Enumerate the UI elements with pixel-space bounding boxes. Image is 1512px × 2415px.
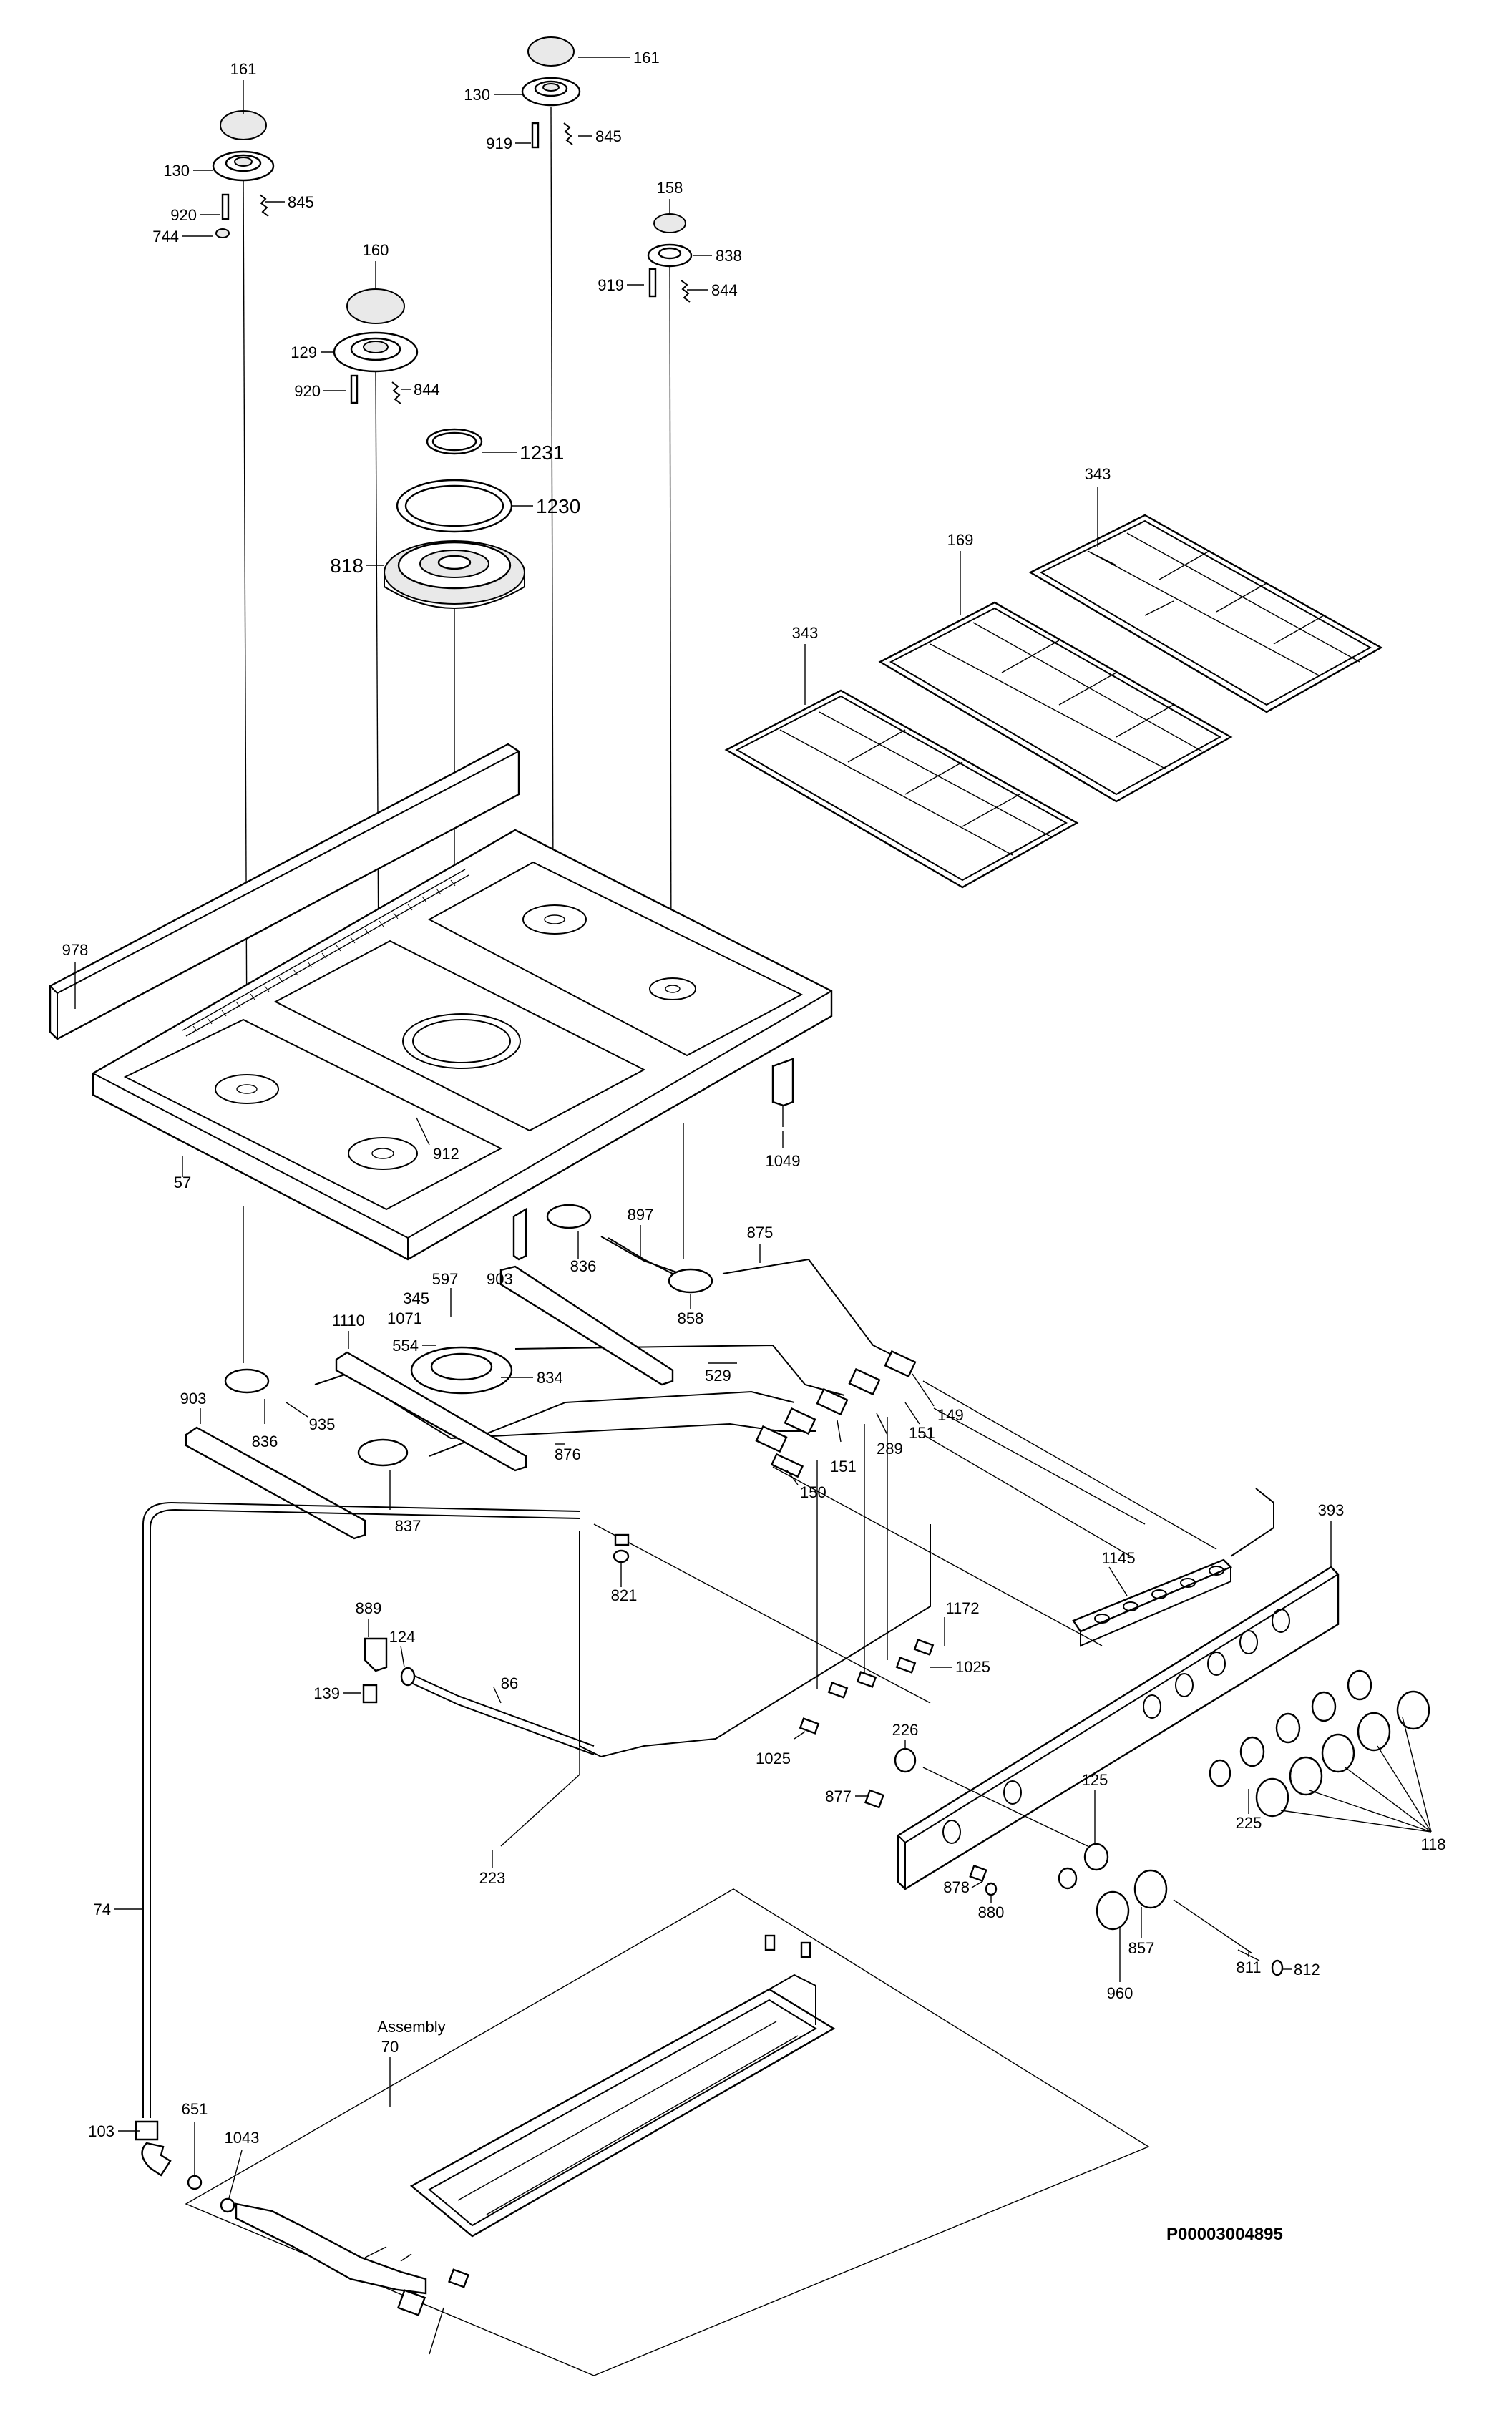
label-597: 597 bbox=[432, 1270, 459, 1288]
label-169: 169 bbox=[947, 531, 974, 549]
label-912: 912 bbox=[433, 1145, 459, 1163]
pipe-frame bbox=[142, 1417, 935, 2118]
label-289: 289 bbox=[877, 1440, 903, 1458]
label-877: 877 bbox=[825, 1787, 852, 1805]
label-818: 818 bbox=[330, 555, 364, 577]
label-226: 226 bbox=[892, 1721, 919, 1739]
leader-lines bbox=[74, 57, 1332, 2199]
burner-stack-center-rear bbox=[521, 36, 581, 895]
label-554: 554 bbox=[392, 1337, 419, 1355]
label-158: 158 bbox=[657, 179, 683, 197]
label-880: 880 bbox=[978, 1903, 1005, 1921]
control-knobs bbox=[864, 1669, 1432, 1976]
label-838: 838 bbox=[716, 247, 742, 265]
label-903-upper: 903 bbox=[487, 1270, 513, 1288]
back-trim-strip bbox=[49, 743, 520, 1040]
label-978: 978 bbox=[62, 941, 89, 959]
part-labels: 161 130 920 845 744 161 130 919 845 158 … bbox=[62, 49, 1446, 2244]
label-130-center: 130 bbox=[464, 86, 490, 104]
label-1049: 1049 bbox=[766, 1152, 801, 1170]
label-1110: 1110 bbox=[332, 1312, 365, 1330]
label-889: 889 bbox=[356, 1599, 382, 1617]
label-960: 960 bbox=[1107, 1984, 1133, 2002]
label-130-left: 130 bbox=[163, 162, 190, 180]
label-858: 858 bbox=[678, 1309, 704, 1327]
gas-pipes-and-valves bbox=[185, 1123, 1217, 1646]
drawing-reference-code: P00003004895 bbox=[1166, 2225, 1283, 2244]
bracket-part bbox=[771, 1058, 794, 1127]
label-836-lower: 836 bbox=[252, 1433, 278, 1450]
label-57: 57 bbox=[174, 1174, 191, 1191]
label-343-front: 343 bbox=[792, 624, 819, 642]
label-161-center: 161 bbox=[633, 49, 660, 67]
label-151-upper: 151 bbox=[909, 1424, 935, 1442]
label-129: 129 bbox=[291, 343, 317, 361]
label-149: 149 bbox=[937, 1406, 964, 1424]
label-811: 811 bbox=[1236, 1958, 1261, 1976]
label-150: 150 bbox=[800, 1483, 826, 1501]
burner-stack-right bbox=[647, 213, 693, 970]
label-86: 86 bbox=[501, 1674, 518, 1692]
assembly-title: Assembly bbox=[377, 2018, 445, 2036]
label-876: 876 bbox=[555, 1445, 581, 1463]
assembly-outline bbox=[185, 1888, 1150, 2376]
label-151-lower: 151 bbox=[830, 1458, 857, 1475]
label-845-center: 845 bbox=[595, 127, 622, 145]
label-103: 103 bbox=[88, 2122, 114, 2140]
label-225: 225 bbox=[1236, 1814, 1262, 1832]
pan-support-grid-middle bbox=[878, 601, 1233, 803]
assembly-number: 70 bbox=[381, 2038, 399, 2056]
label-875: 875 bbox=[747, 1224, 774, 1241]
grill-burner bbox=[220, 1934, 836, 2355]
label-125: 125 bbox=[1082, 1771, 1108, 1789]
burner-stack-left-front bbox=[333, 288, 419, 1117]
label-1231: 1231 bbox=[520, 441, 564, 464]
label-651: 651 bbox=[182, 2100, 208, 2118]
label-897: 897 bbox=[628, 1206, 654, 1224]
hob-top-plate bbox=[92, 829, 833, 1261]
label-836-upper: 836 bbox=[570, 1257, 597, 1275]
label-821: 821 bbox=[611, 1586, 638, 1604]
label-161-left: 161 bbox=[230, 60, 257, 78]
label-844-left: 844 bbox=[414, 381, 440, 399]
label-139: 139 bbox=[313, 1684, 340, 1702]
label-837: 837 bbox=[395, 1517, 421, 1535]
label-118: 118 bbox=[1420, 1835, 1445, 1853]
label-935: 935 bbox=[309, 1415, 336, 1433]
label-1025-left: 1025 bbox=[756, 1750, 791, 1767]
label-1071: 1071 bbox=[387, 1309, 422, 1327]
label-857: 857 bbox=[1128, 1939, 1155, 1957]
label-160: 160 bbox=[363, 241, 389, 259]
label-744: 744 bbox=[152, 228, 179, 245]
pan-support-grid-rear bbox=[1028, 514, 1383, 713]
ignition-switch-bar bbox=[1072, 1488, 1274, 1647]
wok-burner-stack bbox=[384, 428, 525, 1030]
label-845-left: 845 bbox=[288, 193, 314, 211]
label-393: 393 bbox=[1318, 1501, 1345, 1519]
label-223: 223 bbox=[479, 1869, 506, 1887]
label-812: 812 bbox=[1294, 1961, 1320, 1979]
label-919-lower: 919 bbox=[598, 276, 624, 294]
label-529: 529 bbox=[705, 1367, 731, 1385]
label-920-lower: 920 bbox=[294, 382, 321, 400]
pipe-elbow bbox=[135, 2120, 203, 2190]
label-1230: 1230 bbox=[536, 495, 580, 517]
label-343-rear: 343 bbox=[1085, 465, 1111, 483]
label-124: 124 bbox=[389, 1628, 416, 1646]
label-834: 834 bbox=[537, 1369, 563, 1387]
label-844-right: 844 bbox=[711, 281, 738, 299]
label-345: 345 bbox=[403, 1289, 429, 1307]
label-1172: 1172 bbox=[945, 1599, 979, 1617]
label-878: 878 bbox=[943, 1878, 970, 1896]
label-903-lower: 903 bbox=[180, 1390, 207, 1407]
label-1025-right: 1025 bbox=[955, 1658, 990, 1676]
label-920-upper: 920 bbox=[170, 206, 197, 224]
label-74: 74 bbox=[94, 1901, 111, 1918]
pan-support-grid-front bbox=[724, 689, 1079, 889]
label-919-upper: 919 bbox=[486, 135, 512, 152]
label-1145: 1145 bbox=[1101, 1549, 1135, 1567]
label-1043: 1043 bbox=[225, 2129, 260, 2147]
